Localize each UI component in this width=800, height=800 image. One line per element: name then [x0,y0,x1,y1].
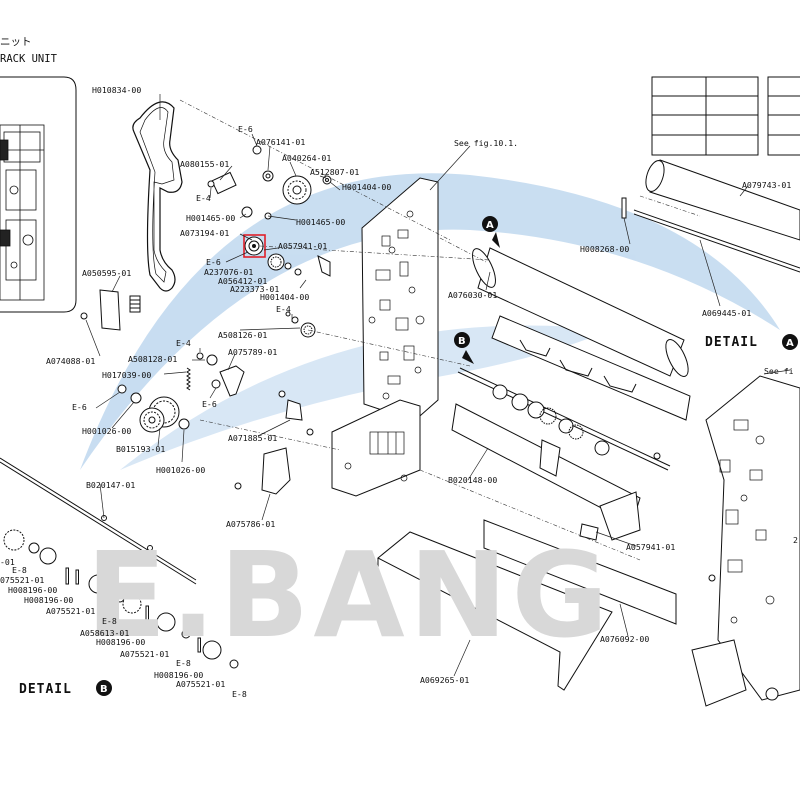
part-label: A076092-00 [600,634,649,644]
svg-text:B: B [100,684,108,695]
svg-text:DETAIL: DETAIL [19,682,72,697]
roller-a079743 [621,159,800,273]
title-en-fragment: RACK UNIT [0,53,58,65]
part-label: A075521-01 [176,679,225,689]
part-label: A058613-01 [80,628,129,638]
part-label: E-8 [12,565,27,575]
part-label: A223373-01 [230,284,279,294]
part-label: A069445-01 [702,308,751,318]
roller-a076030 [472,247,689,377]
part-label: H008196-00 [96,637,145,647]
part-label: A040264-01 [282,153,331,163]
svg-text:DETAIL: DETAIL [705,335,758,350]
part-label: E-6 [202,399,217,409]
svg-text:B: B [458,336,466,347]
upper-gear-cluster [80,145,332,433]
part-labels: H010834-00 E-6 A076141-01 A040264-01 A08… [0,85,798,699]
see-fig-right: See fi [764,366,794,376]
detail-b-shaft [0,457,239,669]
part-label: H001465-00 [296,217,345,227]
part-label: H008268-00 [580,244,629,254]
part-label: H001026-00 [82,426,131,436]
reference-table [651,76,800,156]
part-label: E-8 [232,689,247,699]
highlight-box [243,234,266,258]
part-label: A069265-01 [420,675,469,685]
cover-a069265 [377,531,613,691]
watermark-text: E.BANG [86,526,612,664]
part-label: A075521-01 [120,649,169,659]
part-label: A074088-01 [46,356,95,366]
part-label: H001404-00 [260,292,309,302]
pulley-a073194 [244,236,264,256]
bracket-a050595 [99,289,141,331]
part-label: A076030-01 [448,290,497,300]
part-label: A056412-01 [218,276,267,286]
part-label: H008196-00 [154,670,203,680]
inset-overview [0,76,77,313]
part-label: E-8 [176,658,191,668]
arrow-marker-a: A [482,216,500,248]
part-label: A057941-01 [278,241,327,251]
shaft-rollers [457,367,671,471]
part-label: A073194-01 [180,228,229,238]
part-label: H008196-00 [24,595,73,605]
part-label: H001465-00 [186,213,235,223]
part-label: A079743-01 [742,180,791,190]
part-label: A075521-01 [46,606,95,616]
part-label: A071885-01 [228,433,277,443]
part-label: E-4 [176,338,191,348]
part-label: H017039-00 [102,370,151,380]
part-label: E-6 [238,124,253,134]
detail-a-label: DETAIL A [705,334,798,350]
svg-text:A: A [786,338,794,349]
part-label: B015193-01 [116,444,165,454]
part-label: E-8 [102,616,117,626]
part-label: 2 [793,535,798,545]
part-label: A075786-01 [226,519,275,529]
arrow-marker-b: B [454,332,474,364]
side-frame-center [234,177,439,497]
part-label: H001404-00 [342,182,391,192]
part-label: E-6 [72,402,87,412]
plate-a076092 [483,491,677,625]
gear-b015193 [139,396,180,433]
center-lines [179,99,701,561]
leader-lines [85,94,791,677]
part-label: A237076-01 [204,267,253,277]
part-label: B020147-01 [86,480,135,490]
part-label: A508126-01 [218,330,267,340]
title-jp-fragment: ニット [0,36,32,48]
part-label: A075789-01 [228,347,277,357]
part-label: A050595-01 [82,268,131,278]
detail-b-label: DETAIL B [19,680,112,697]
part-label: A508128-01 [128,354,177,364]
svg-text:A: A [486,220,494,231]
part-label: 075521-01 [0,575,44,585]
motor-a080155 [207,171,237,195]
see-fig-10-1: See fig.10.1. [454,138,518,148]
part-label: -01 [0,557,15,567]
part-label: E-6 [206,257,221,267]
guide-plate [491,315,691,421]
part-label: A512807-01 [310,167,359,177]
part-label: E-4 [276,304,291,314]
part-label: A076141-01 [256,137,305,147]
part-label: H008196-00 [8,585,57,595]
timing-belt [132,101,183,292]
part-label: H010834-00 [92,85,141,95]
side-frame-right [691,375,800,707]
part-label: B020148-00 [448,475,497,485]
part-label: A057941-01 [626,542,675,552]
gear-a040264 [282,175,312,205]
part-label: A080155-01 [180,159,229,169]
part-label: E-4 [196,193,211,203]
part-label: H001026-00 [156,465,205,475]
